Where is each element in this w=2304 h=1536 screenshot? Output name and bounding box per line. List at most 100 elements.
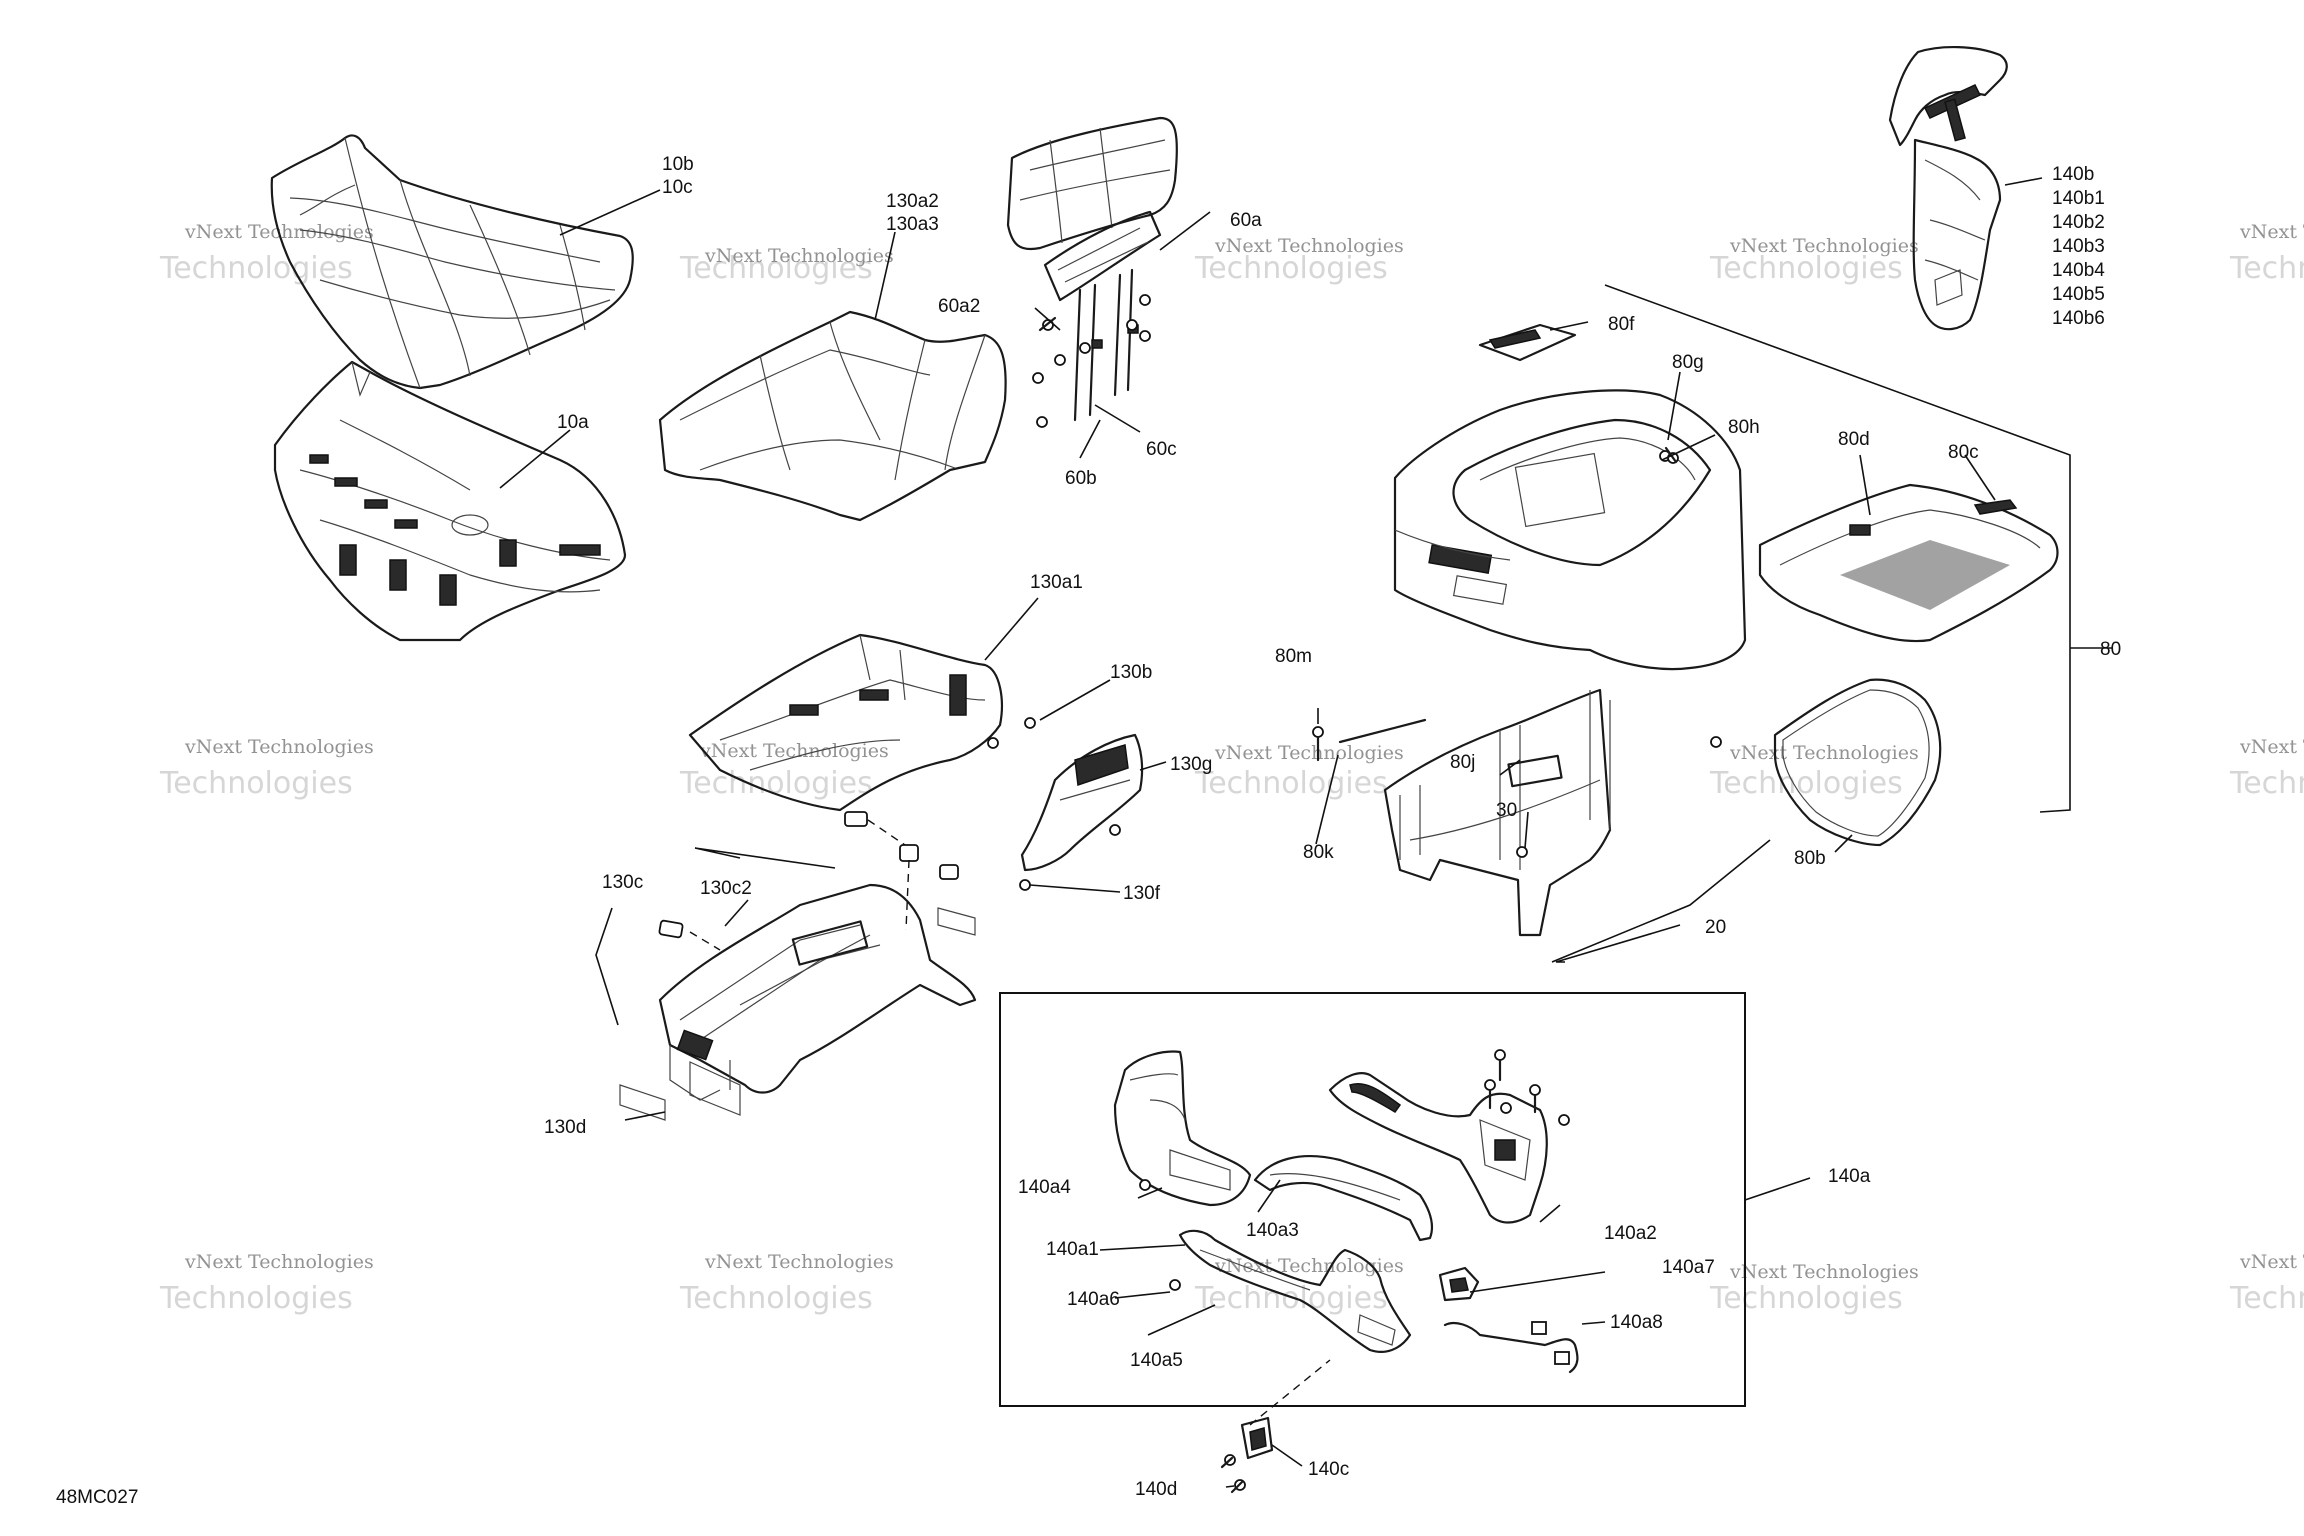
label-140b: 140b [2052, 164, 2094, 185]
label-130f: 130f [1123, 883, 1161, 904]
label-140d: 140d [1135, 1479, 1177, 1500]
watermark-text: Technologies [1709, 251, 1903, 286]
watermark-text: Technologies [2229, 1281, 2304, 1316]
label-140a6: 140a6 [1067, 1289, 1120, 1310]
label-130c2: 130c2 [700, 878, 752, 899]
label-80d: 80d [1838, 429, 1870, 450]
watermark-text: vNext Technologies [1729, 742, 1919, 764]
label-140b5: 140b5 [2052, 284, 2105, 305]
watermark: Technologies vNext Technologies [679, 245, 894, 286]
label-130a1: 130a1 [1030, 572, 1083, 593]
label-10c: 10c [662, 177, 693, 198]
label-20: 20 [1705, 917, 1726, 938]
label-10a: 10a [557, 412, 589, 433]
watermark: Technologies vNext Technologies [2229, 736, 2304, 801]
watermarks: Technologies vNext Technologies Technolo… [159, 221, 2304, 1316]
watermark: Technologies vNext Technologies [2229, 1251, 2304, 1316]
label-140a3: 140a3 [1246, 1220, 1299, 1241]
watermark-text: Technologies [1194, 1281, 1388, 1316]
label-140a: 140a [1828, 1166, 1871, 1187]
storage-box-80 [1393, 389, 1747, 671]
watermark-text: Technologies [1709, 766, 1903, 801]
seat-cushion-10b [270, 134, 634, 390]
lower-frame-130a1 [688, 633, 1003, 812]
label-140c: 140c [1308, 1459, 1349, 1480]
cable-140a8 [1443, 1321, 1579, 1374]
label-80g: 80g [1672, 352, 1704, 373]
watermark-text: vNext Technologies [1214, 235, 1404, 257]
label-140a1: 140a1 [1046, 1239, 1099, 1260]
watermark-text: Technologies [1194, 766, 1388, 801]
kit-box-140a [999, 992, 1746, 1407]
label-80b: 80b [1794, 848, 1826, 869]
label-140b2: 140b2 [2052, 212, 2105, 233]
label-60b: 60b [1065, 468, 1097, 489]
part-labels: 10b 10c 10a 130a2 130a3 60a 60a2 60b 60c… [56, 154, 2121, 1508]
armrest-part-140a1 [1178, 1229, 1412, 1353]
label-80: 80 [2100, 639, 2121, 660]
label-140b4: 140b4 [2052, 260, 2105, 281]
armrest-part-140a4 [1113, 1050, 1252, 1207]
backrest-60a [1006, 116, 1178, 251]
watermark-text: Technologies [1194, 251, 1388, 286]
damper-130c2 [658, 811, 959, 951]
watermark-text: vNext Technologies [704, 1251, 894, 1273]
seat-cover-130a [658, 310, 1007, 522]
watermark-text: Technologies [159, 766, 353, 801]
bolts-80 [1312, 446, 1722, 858]
label-60c: 60c [1146, 439, 1177, 460]
watermark-text: Technologies [2229, 766, 2304, 801]
watermark-text: Technologies [679, 251, 873, 286]
screws-140a [1139, 1049, 1570, 1291]
label-plate-130c [937, 907, 976, 936]
armrest-140b [1888, 46, 2008, 331]
label-80c: 80c [1948, 442, 1979, 463]
lid-80d [1758, 483, 2059, 643]
watermark-text: vNext Technologies [1214, 1255, 1404, 1277]
diagram-id: 48MC027 [56, 1487, 138, 1508]
label-130c: 130c [602, 872, 643, 893]
armrest-part-140a3 [1253, 1155, 1434, 1242]
watermark-text: vNext Technologies [1729, 235, 1919, 257]
watermark: Technologies vNext Technologies [1194, 742, 1404, 801]
cover-130g [1020, 733, 1144, 872]
label-140b3: 140b3 [2052, 236, 2105, 257]
watermark-text: vNext Technologies [704, 245, 894, 267]
label-60a: 60a [1230, 210, 1262, 231]
label-80f: 80f [1608, 314, 1635, 335]
frame-130c [658, 883, 977, 1116]
label-plate-130d [619, 1084, 666, 1121]
label-130d: 130d [544, 1117, 586, 1138]
label-140a2: 140a2 [1604, 1223, 1657, 1244]
switch-140c [1220, 1359, 1331, 1494]
watermark: Technologies vNext Technologies [1194, 235, 1404, 286]
backrest-bracket-60 [1043, 210, 1162, 422]
watermark-text: Technologies [679, 1281, 873, 1316]
label-80m: 80m [1275, 646, 1312, 667]
watermark-text: vNext Technologies [1729, 1261, 1919, 1283]
armrest-part-140a2 [1328, 1072, 1548, 1224]
small-bolts [987, 294, 1151, 891]
watermark: Technologies vNext Technologies [1194, 1255, 1404, 1316]
watermark-text: vNext Technologies [2239, 736, 2304, 758]
label-130g: 130g [1170, 754, 1212, 775]
watermark: Technologies vNext Technologies [679, 1251, 894, 1316]
label-80h: 80h [1728, 417, 1760, 438]
label-140a4: 140a4 [1018, 1177, 1071, 1198]
watermark-text: Technologies [2229, 251, 2304, 286]
watermark-text: vNext Technologies [184, 1251, 374, 1273]
watermark: Technologies vNext Technologies [159, 1251, 374, 1316]
watermark-text: Technologies [1709, 1281, 1903, 1316]
label-140a5: 140a5 [1130, 1350, 1183, 1371]
label-130a3: 130a3 [886, 214, 939, 235]
label-10b: 10b [662, 154, 694, 175]
watermark-text: vNext Technologies [2239, 221, 2304, 243]
label-60a2: 60a2 [938, 296, 980, 317]
label-140b1: 140b1 [2052, 188, 2105, 209]
label-130b: 130b [1110, 662, 1152, 683]
leader-lines [499, 177, 2112, 1488]
watermark: Technologies vNext Technologies [1709, 742, 1919, 801]
watermark: Technologies vNext Technologies [2229, 221, 2304, 286]
watermark-text: vNext Technologies [1214, 742, 1404, 764]
